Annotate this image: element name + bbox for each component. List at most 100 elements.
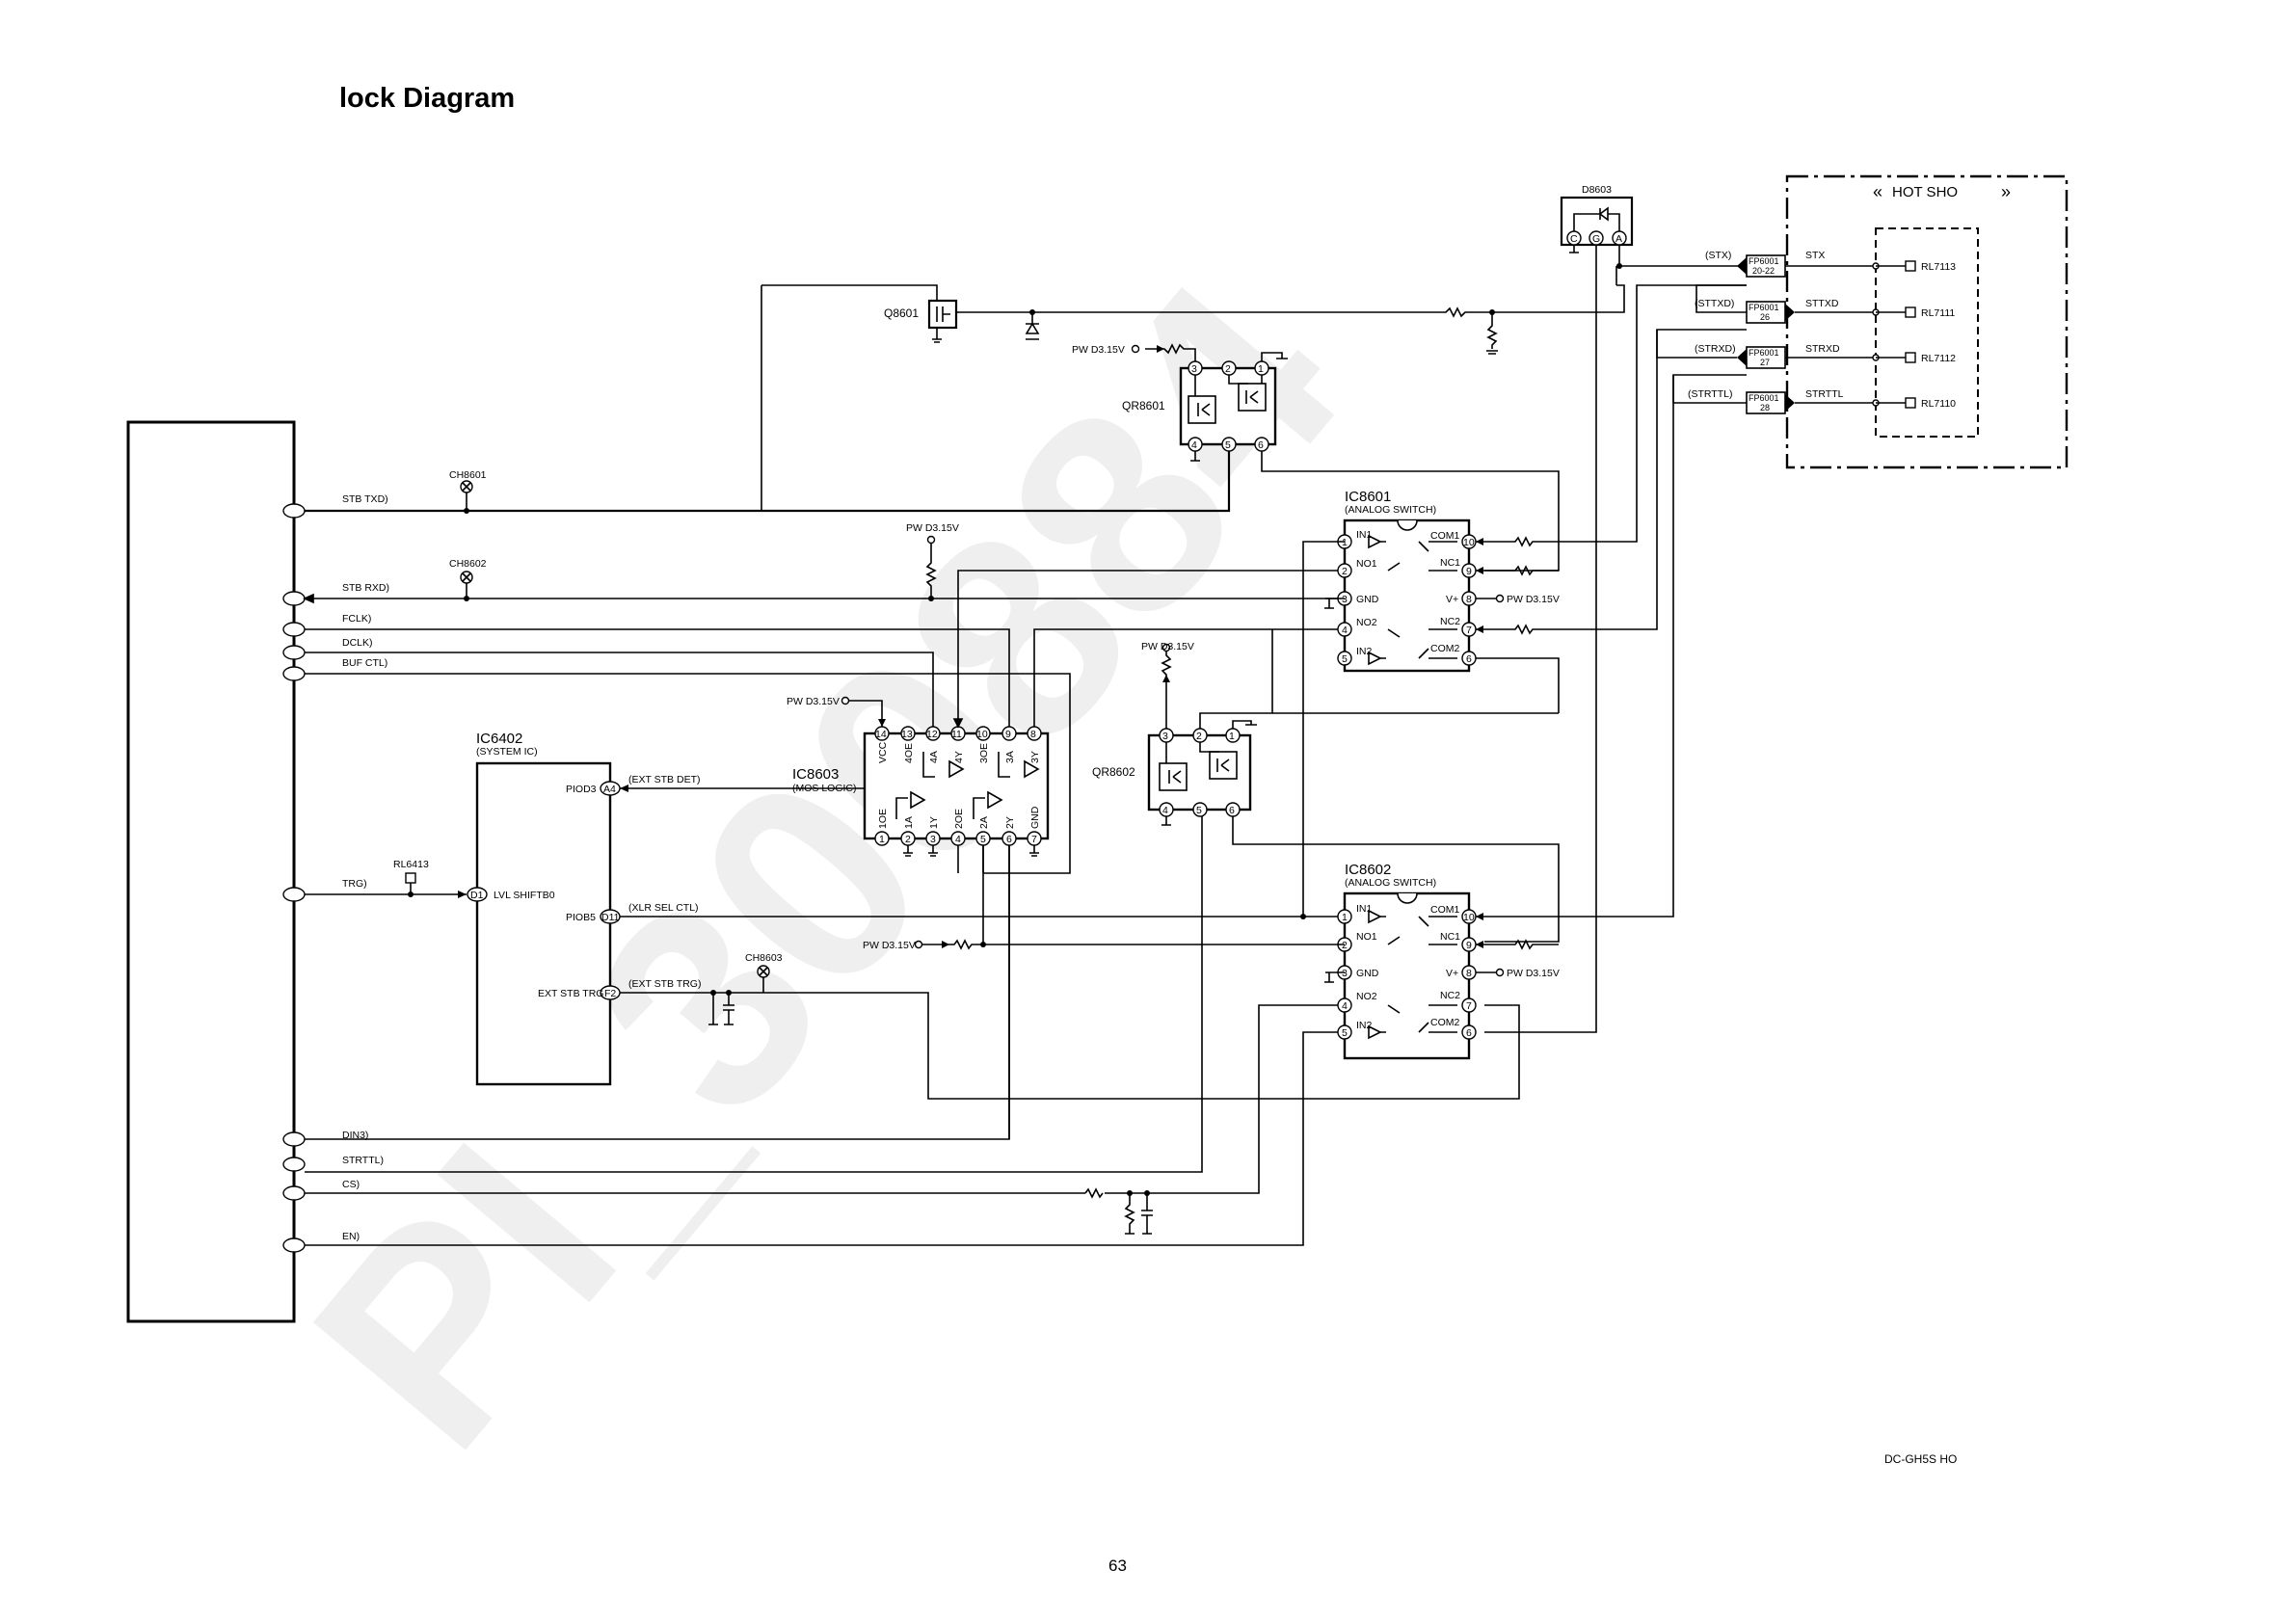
svg-text:A4: A4 (603, 784, 616, 795)
svg-text:«: « (1873, 182, 1882, 201)
svg-text:1Y: 1Y (928, 816, 940, 829)
svg-text:1A: 1A (903, 816, 915, 829)
svg-text:(STRTTL): (STRTTL) (1688, 388, 1732, 400)
fp6001-strttl: (STRTTL) FP6001 28 STRTTL RL7110 (1672, 375, 1956, 414)
page-title: lock Diagram (339, 83, 516, 114)
signal-trg: TRG) (282, 878, 467, 902)
svg-text:3Y: 3Y (1029, 751, 1041, 763)
svg-text:GND: GND (1029, 806, 1041, 829)
svg-text:NO1: NO1 (1356, 931, 1377, 943)
svg-text:4A: 4A (928, 751, 940, 763)
svg-text:RL7112: RL7112 (1921, 353, 1956, 364)
svg-text:3: 3 (1162, 731, 1168, 742)
svg-text:3OE: 3OE (978, 743, 990, 763)
signal-label: STB TXD) (342, 493, 388, 505)
svg-text:PW D3.15V: PW D3.15V (1141, 641, 1194, 652)
page-number: 63 (1108, 1556, 1127, 1575)
svg-text:NO2: NO2 (1356, 617, 1377, 628)
svg-text:RL6413: RL6413 (393, 859, 429, 870)
svg-text:10: 10 (1463, 537, 1475, 548)
svg-text:NC2: NC2 (1440, 616, 1460, 627)
svg-text:6: 6 (1229, 805, 1235, 816)
model-code: DC-GH5S HO (1884, 1452, 1958, 1466)
svg-text:LVL SHIFTB0: LVL SHIFTB0 (494, 890, 555, 901)
svg-text:IN1: IN1 (1356, 903, 1373, 915)
svg-text:1: 1 (1229, 731, 1235, 742)
svg-text:(ANALOG SWITCH): (ANALOG SWITCH) (1345, 504, 1436, 516)
svg-text:V+: V+ (1446, 968, 1458, 979)
signal-label: EN) (342, 1231, 360, 1242)
svg-text:NC2: NC2 (1440, 990, 1460, 1001)
fp6001-stx: (STX) FP6001 20-22 STX RL7113 (1705, 250, 1956, 278)
ic6402: IC6402 (SYSTEM IC) A4 PIOD3 (EXT STB DET… (458, 731, 1520, 1100)
svg-text:11: 11 (951, 729, 962, 740)
ic8603-subtitle: (MOS LOGIC) (792, 783, 857, 794)
signal-en: EN) (282, 1031, 1345, 1253)
svg-text:D8603: D8603 (1582, 184, 1612, 196)
svg-text:COM2: COM2 (1430, 643, 1459, 654)
svg-text:STX: STX (1805, 250, 1825, 261)
svg-text:D1: D1 (470, 890, 484, 901)
svg-text:NC1: NC1 (1440, 557, 1460, 569)
svg-text:F2: F2 (604, 988, 616, 999)
signal-label: CS) (342, 1179, 360, 1190)
svg-text:CH8601: CH8601 (449, 469, 487, 481)
svg-text:20-22: 20-22 (1752, 266, 1775, 276)
svg-text:STRXD: STRXD (1805, 343, 1840, 355)
svg-text:(STTXD): (STTXD) (1695, 298, 1734, 309)
svg-text:Q8601: Q8601 (884, 306, 919, 320)
svg-text:3A: 3A (1004, 751, 1016, 763)
signal-label: FCLK) (342, 613, 371, 625)
hot-shoe-section: « HOT SHO » (STX) FP6001 20-22 STX RL711… (1656, 174, 2069, 469)
svg-text:PW D3.15V: PW D3.15V (863, 940, 916, 951)
svg-text:FP6001: FP6001 (1749, 303, 1779, 312)
signal-label: STB RXD) (342, 582, 389, 594)
svg-text:V+: V+ (1446, 594, 1458, 605)
svg-text:4: 4 (1191, 439, 1197, 451)
svg-text:26: 26 (1760, 312, 1770, 322)
svg-text:FP6001: FP6001 (1749, 256, 1779, 266)
signal-strttl: STRTTL) (282, 810, 1203, 1173)
svg-text:CH8602: CH8602 (449, 558, 487, 570)
svg-text:8: 8 (1466, 968, 1472, 979)
ic6402-ref: IC6402 (476, 731, 522, 747)
svg-text:(STX): (STX) (1705, 250, 1731, 261)
svg-text:COM1: COM1 (1430, 904, 1459, 916)
svg-text:CH8603: CH8603 (745, 952, 783, 964)
pullup-resistor: PW D3.15V (906, 522, 959, 599)
svg-text:QR8601: QR8601 (1122, 399, 1165, 412)
svg-text:3: 3 (1191, 363, 1197, 375)
svg-text:6: 6 (1006, 834, 1012, 845)
svg-text:4: 4 (1342, 625, 1348, 636)
svg-text:5: 5 (1196, 805, 1202, 816)
svg-text:1: 1 (1258, 363, 1264, 375)
signal-dclk: DCLK) (282, 637, 934, 733)
svg-text:IC8602: IC8602 (1345, 862, 1391, 878)
ic8603-bottom-pins: 1 2 3 4 5 6 7 (874, 831, 1042, 846)
svg-text:(STRXD): (STRXD) (1695, 343, 1736, 355)
svg-text:6: 6 (1466, 1027, 1472, 1039)
svg-text:STRTTL: STRTTL (1805, 388, 1844, 400)
svg-text:2: 2 (1196, 731, 1202, 742)
svg-text:(XLR SEL CTL): (XLR SEL CTL) (628, 902, 699, 914)
svg-text:4: 4 (1342, 1000, 1348, 1012)
signal-label: STRTTL) (342, 1155, 384, 1166)
svg-text:(EXT STB DET): (EXT STB DET) (628, 774, 700, 785)
ic8603-top-names: VCC 4OE 4A 4Y 3OE 3A 3Y (877, 741, 1041, 763)
svg-text:STTXD: STTXD (1805, 298, 1839, 309)
ic8603: IC8603 (MOS LOGIC) 14 13 12 11 10 9 8 VC… (787, 570, 1345, 1139)
ic8603-top-pins: 14 13 12 11 10 9 8 (874, 726, 1042, 741)
svg-text:PW D3.15V: PW D3.15V (906, 522, 959, 534)
svg-text:EXT STB TRG: EXT STB TRG (538, 988, 603, 999)
svg-text:10: 10 (1463, 912, 1475, 923)
signal-label: TRG) (342, 878, 367, 890)
svg-text:(ANALOG SWITCH): (ANALOG SWITCH) (1345, 877, 1436, 889)
svg-text:COM2: COM2 (1430, 1017, 1459, 1028)
svg-text:5: 5 (1342, 1027, 1348, 1039)
signal-fclk: FCLK) (282, 613, 1010, 733)
